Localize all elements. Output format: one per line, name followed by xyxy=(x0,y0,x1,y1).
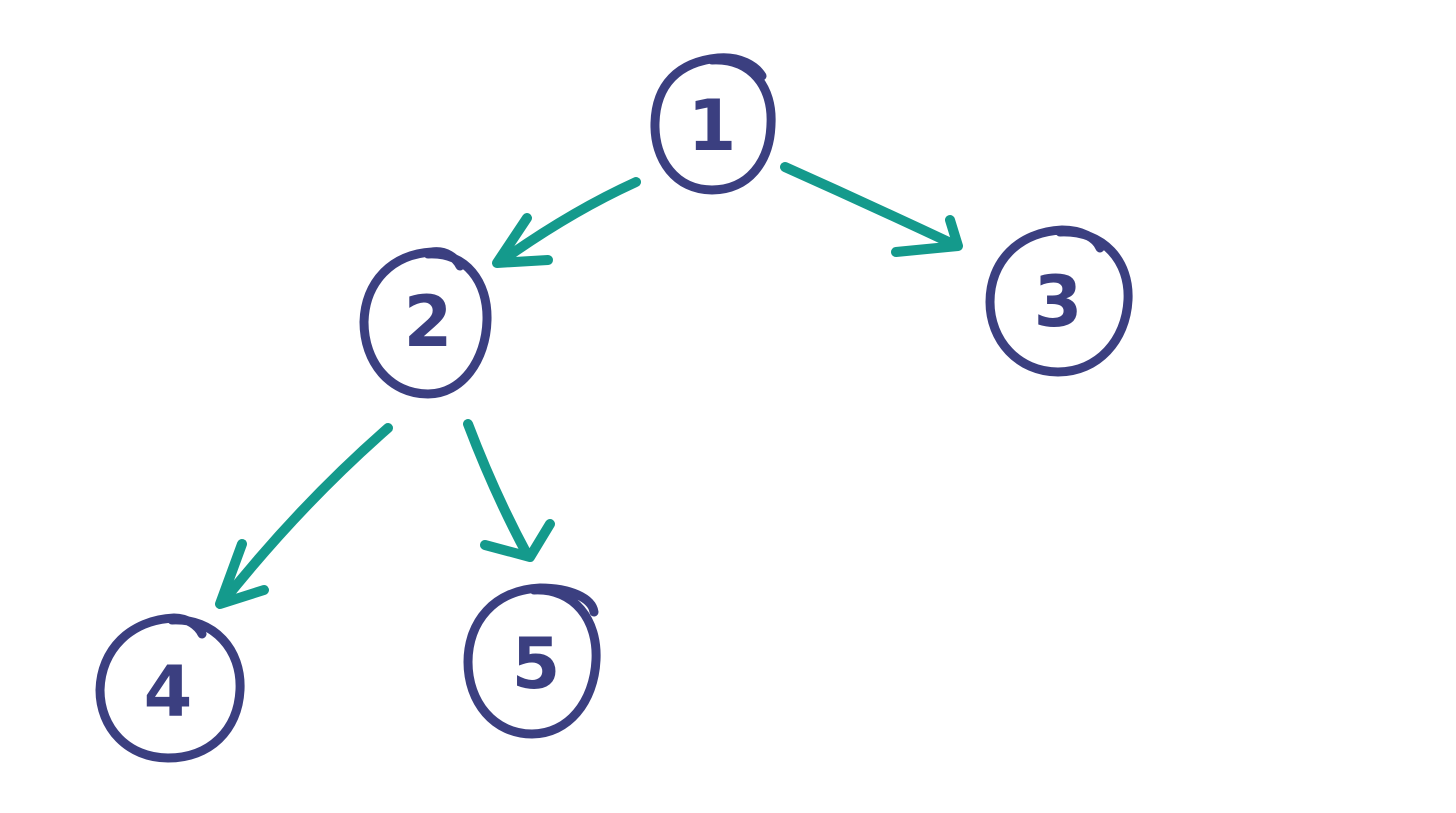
tree-node-4: 4 xyxy=(95,613,245,763)
edge-2-to-5 xyxy=(463,419,555,562)
edge-1-to-2 xyxy=(492,177,641,268)
node-label: 1 xyxy=(688,85,737,167)
node-label: 2 xyxy=(404,281,453,363)
tree-node-3: 3 xyxy=(985,225,1133,377)
node-label: 4 xyxy=(144,651,193,733)
tree-node-2: 2 xyxy=(359,247,492,399)
edge-1-to-3 xyxy=(780,162,963,257)
node-label: 3 xyxy=(1034,261,1083,343)
node-label: 5 xyxy=(512,623,561,705)
edge-2-to-4 xyxy=(215,423,393,609)
tree-node-5: 5 xyxy=(463,583,601,739)
tree-node-1: 1 xyxy=(650,53,776,195)
